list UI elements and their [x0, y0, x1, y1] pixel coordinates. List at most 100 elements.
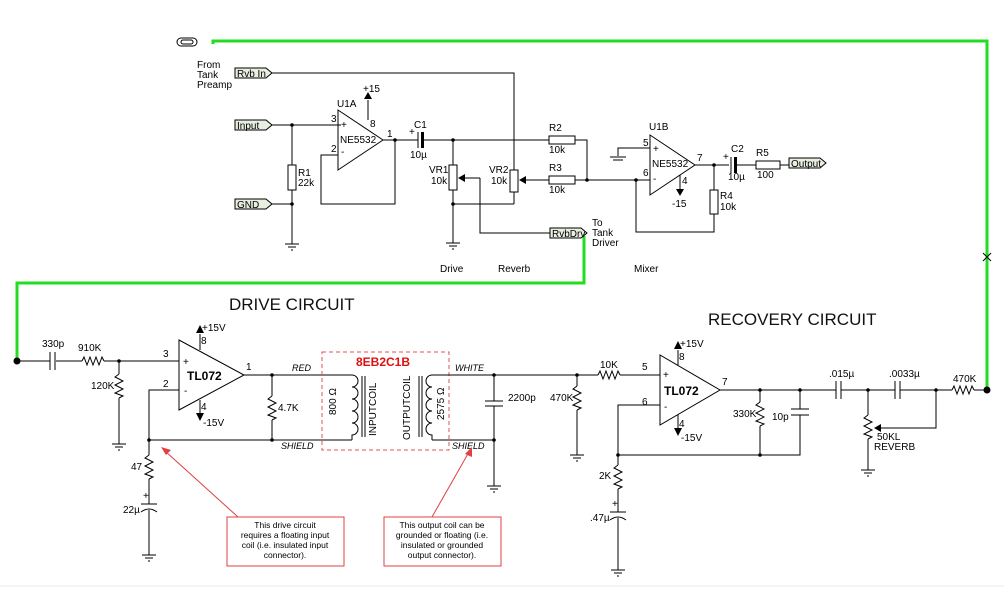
svg-text:5: 5	[642, 362, 648, 373]
drive-opamp	[178, 339, 246, 411]
port-output: Output	[788, 157, 827, 170]
r5-value: 100	[757, 170, 774, 181]
svg-text:-: -	[664, 402, 667, 413]
note-output: This output coil can be grounded or floa…	[383, 447, 502, 567]
svg-text:6: 6	[642, 397, 648, 408]
r-4-7k-value: 4.7K	[278, 403, 299, 414]
svg-text:Input: Input	[237, 121, 259, 132]
c-0033u-value: .0033µ	[889, 369, 920, 380]
r-10k-value: 10K	[600, 360, 618, 371]
transformer-input-coil-label: INPUTCOIL	[368, 382, 379, 436]
c2-value: 10µ	[728, 172, 745, 183]
svg-text:Output: Output	[791, 159, 821, 170]
wire-label-white: WHITE	[455, 363, 485, 373]
r3-resistor	[548, 175, 576, 185]
green-link-wire-top	[211, 39, 989, 390]
svg-text:connector).: connector).	[264, 550, 307, 560]
ground-symbol-drive-1	[112, 443, 126, 451]
r-470k-out-value: 470K	[953, 374, 977, 385]
r-910k	[81, 355, 105, 367]
recovery-circuit-title: RECOVERY CIRCUIT	[708, 310, 876, 329]
svg-text:requires a floating input: requires a floating input	[241, 530, 330, 540]
vr2-pot	[509, 169, 519, 193]
transformer-r-in: 800 Ω	[328, 388, 339, 415]
green-link-wire-bottom	[15, 236, 586, 360]
r-330k-value: 330K	[733, 409, 757, 420]
svg-text:4: 4	[682, 176, 688, 187]
ground-symbol-rec-2	[570, 454, 584, 462]
label-drive: Drive	[440, 264, 464, 275]
r-2k-value: 2K	[599, 471, 612, 482]
drive-circuit-title: DRIVE CIRCUIT	[229, 295, 355, 314]
transformer-box	[321, 351, 450, 451]
svg-text:This drive circuit: This drive circuit	[254, 520, 316, 530]
vr1-value: 10k	[431, 176, 448, 187]
drive-circuit: DRIVE CIRCUIT 330p 910K 120K + - TL072 3…	[13, 295, 355, 562]
r5-resistor	[755, 160, 781, 170]
r-330k	[754, 401, 766, 427]
c1-label: C1	[414, 120, 427, 131]
svg-text:3: 3	[163, 349, 169, 360]
ground-symbol-u1b	[610, 156, 626, 161]
svg-text:-: -	[653, 174, 656, 185]
svg-text:+: +	[183, 357, 189, 368]
transformer-r-out: 2575 Ω	[436, 387, 447, 420]
r4-value: 10k	[720, 202, 737, 213]
label-driver: Driver	[592, 238, 619, 249]
label-reverb: Reverb	[498, 264, 531, 275]
svg-text:RvbDrv: RvbDrv	[552, 229, 585, 240]
r-470k-shunt-value: 470K	[550, 393, 574, 404]
link-x-marker	[982, 252, 992, 262]
c-22u-value: 22µ	[123, 505, 140, 516]
r3-value: 10k	[549, 185, 566, 196]
svg-text:1: 1	[246, 362, 252, 373]
vr2-label: VR2	[489, 165, 509, 176]
ground-symbol-rec-4	[861, 469, 875, 477]
reverb-transformer: 8EB2C1B 800 Ω INPUTCOIL OUTPUTCOIL 2575 …	[321, 351, 485, 451]
output-node	[983, 386, 991, 394]
label-tank-2: Tank	[592, 228, 614, 239]
r2-resistor	[548, 135, 576, 145]
c-0033u	[894, 381, 901, 399]
r-4-7k	[266, 395, 278, 421]
ground-symbol-drive-2	[142, 554, 156, 562]
pot-50kl-value: 50KL	[877, 432, 901, 443]
r1-label: R1	[298, 168, 311, 179]
pot-50kl	[862, 414, 874, 440]
svg-text:4: 4	[679, 419, 685, 430]
svg-text:+: +	[143, 491, 149, 502]
rvb-in-wire	[272, 72, 515, 170]
c1-capacitor: +	[409, 127, 424, 148]
output-coil	[425, 374, 433, 440]
r-470k-shunt	[571, 385, 583, 411]
u1b-opamp	[649, 134, 696, 196]
wire-label-shield-in: SHIELD	[281, 441, 314, 451]
u1a-name: U1A	[337, 99, 357, 110]
c-330p-value: 330p	[42, 339, 65, 350]
wire-label-red: RED	[292, 363, 312, 373]
r3-label: R3	[549, 163, 562, 174]
svg-text:5: 5	[643, 138, 649, 149]
transformer-part: 8EB2C1B	[356, 355, 410, 369]
transformer-output-coil-label: OUTPUTCOIL	[402, 375, 413, 440]
top-schematic: From Tank Preamp Rvb In Input GND RvbDrv…	[197, 60, 827, 275]
c-2200p	[485, 400, 503, 407]
c-10p	[791, 408, 809, 416]
svg-text:coil (i.e. insulated input: coil (i.e. insulated input	[242, 540, 329, 550]
label-to: To	[592, 218, 603, 229]
c-330p	[49, 352, 56, 370]
r-120k	[113, 373, 125, 399]
label-from: From	[197, 60, 220, 71]
u1b-supply: -15	[672, 199, 687, 210]
clip-icon	[176, 37, 198, 47]
port-gnd: GND	[234, 198, 273, 211]
svg-text:-: -	[184, 386, 187, 397]
r1-value: 22k	[298, 178, 315, 189]
label-mixer: Mixer	[634, 264, 659, 275]
r4-label: R4	[720, 191, 733, 202]
svg-text:insulated or grounded: insulated or grounded	[401, 540, 484, 550]
r-470k-out	[951, 384, 975, 396]
svg-text:Rvb In: Rvb In	[237, 69, 266, 80]
drive-neg-supply: -15V	[203, 418, 224, 429]
